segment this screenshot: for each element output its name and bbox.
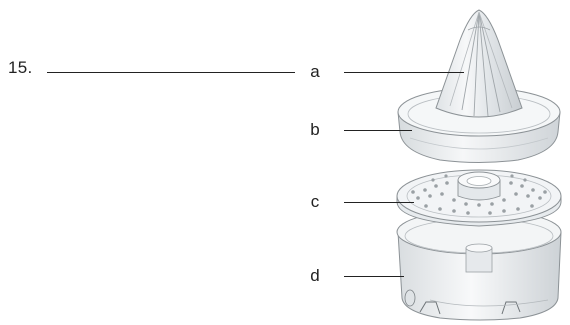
part-label-d: d	[308, 266, 322, 286]
leader-line-a	[344, 72, 464, 73]
part-label-b: b	[308, 120, 322, 140]
leader-line-d	[344, 276, 404, 277]
strainer-shape	[397, 170, 561, 226]
leader-line-c	[344, 202, 414, 203]
part-label-a: a	[308, 62, 322, 82]
part-label-c: c	[308, 192, 322, 212]
juicing-cone-shape	[436, 10, 522, 117]
leader-line-b	[344, 130, 412, 131]
